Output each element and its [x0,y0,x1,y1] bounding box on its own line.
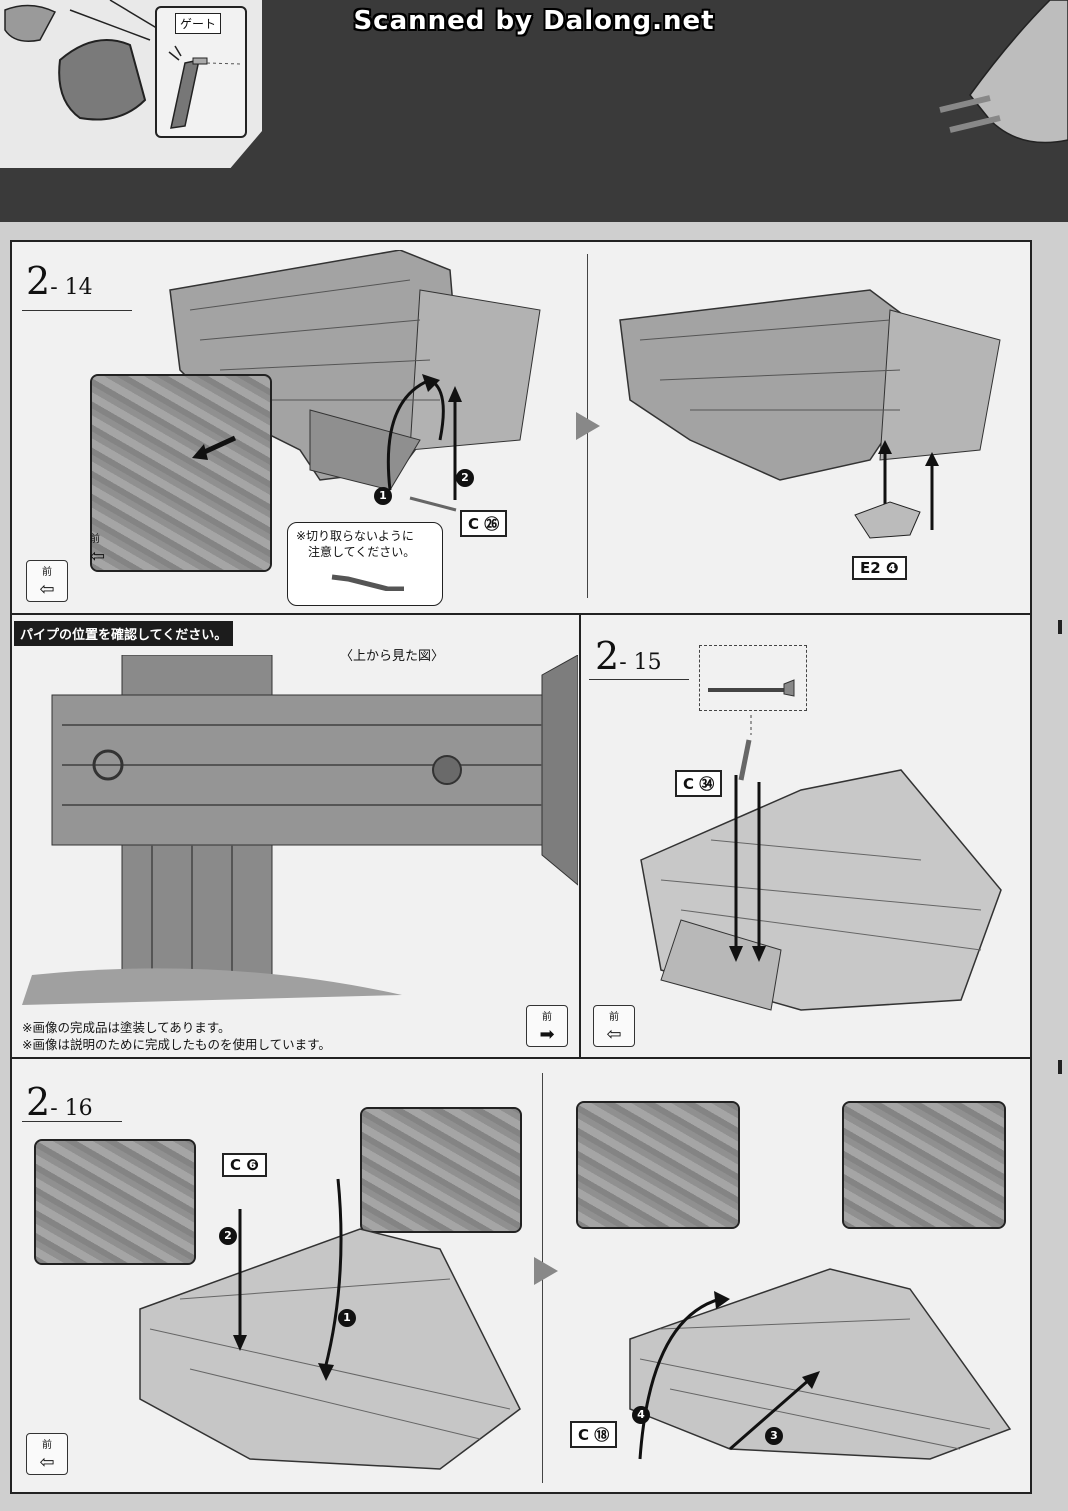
front-direction-badge: 前 ⇦ [26,560,68,602]
callout-2: 2 [456,469,474,487]
step-2-15: 2- 15 C ㉞ 前 ⇦ [581,615,1032,1057]
part-e2-4-illustration [854,440,939,539]
row-divider [10,613,1032,615]
part-tip-detail [699,645,807,711]
part-label-c26: C ㉖ [460,510,508,537]
next-arrow [534,1257,558,1285]
gate-label: ゲート [175,13,222,34]
ship-hull-model-left [169,250,541,491]
painted-note: ※画像の完成品は塗装してあります。 [22,1020,231,1035]
ship-top-view-image [22,654,579,1005]
front-direction-inset: 前 ⇦ [90,534,106,567]
gate-detail-box: ゲート [155,6,247,138]
detail-photo-hull [90,374,272,572]
front-direction-badge: 前 ⇦ [593,1005,635,1047]
step-2-14: 2- 14 前 ⇦ 1 2 C ㉖ ※切り取らないように 注意してください。 [10,240,1032,614]
ship-hull-model [640,715,1002,1011]
step-2-16: 2- 16 C ❻ 2 1 前 ⇦ C ⑱ 4 3 [10,1059,1032,1494]
step-underline [589,679,689,680]
next-arrow [576,412,600,440]
front-direction-badge: 前 ➡ [526,1005,568,1047]
part-label-c6: C ❻ [222,1153,267,1177]
step-number: 2- 14 [26,259,93,303]
page-edge-mark [1058,1060,1062,1074]
callout-1: 1 [374,487,392,505]
pipe-tip-icon [708,679,795,697]
gate-sprue-icon [168,45,242,129]
pipe-part-icon [331,574,404,591]
callout-1: 1 [338,1309,356,1327]
nipper-illustration [4,0,161,121]
assembly-arrows [386,374,462,512]
pipe-check-panel: パイプの位置を確認してください。 〈上から見た図〉 ※画像の完成品は塗装してあり… [12,615,579,1057]
ship-hull-model-right [619,289,1001,481]
top-view-photo [22,654,579,1005]
step-underline [22,1121,122,1122]
ship-hull-model-right [629,1268,1012,1460]
step-number: 2- 15 [595,634,662,678]
step-underline [22,310,132,311]
page-edge-mark [1058,620,1062,634]
detail-photo-left [34,1139,196,1265]
top-view-label: 〈上から見た図〉 [340,649,445,664]
callout-4: 4 [632,1406,650,1424]
part-label-e2-4: E2 ❹ [852,556,907,580]
detail-photo-left [576,1101,740,1229]
pipe-check-banner: パイプの位置を確認してください。 [14,621,234,646]
caution-note: ※切り取らないように 注意してください。 [287,522,443,606]
ship-hull-model-left [139,1178,521,1470]
model-corner-preview [939,0,1068,144]
detail-photo-right [360,1107,522,1233]
row-divider [10,1057,1032,1059]
step-number: 2- 16 [26,1080,93,1124]
part-label-c18: C ⑱ [570,1421,618,1448]
callout-3: 3 [765,1427,783,1445]
front-direction-badge: 前 ⇦ [26,1433,68,1475]
completed-note: ※画像は説明のために完成したものを使用しています。 [22,1037,331,1052]
inset-direction-arrow [192,435,237,460]
scan-credit: Scanned by Dalong.net [353,6,715,36]
callout-2: 2 [219,1227,237,1245]
column-divider [579,613,581,1059]
part-label-c34: C ㉞ [675,770,723,797]
detail-photo-right [842,1101,1006,1229]
